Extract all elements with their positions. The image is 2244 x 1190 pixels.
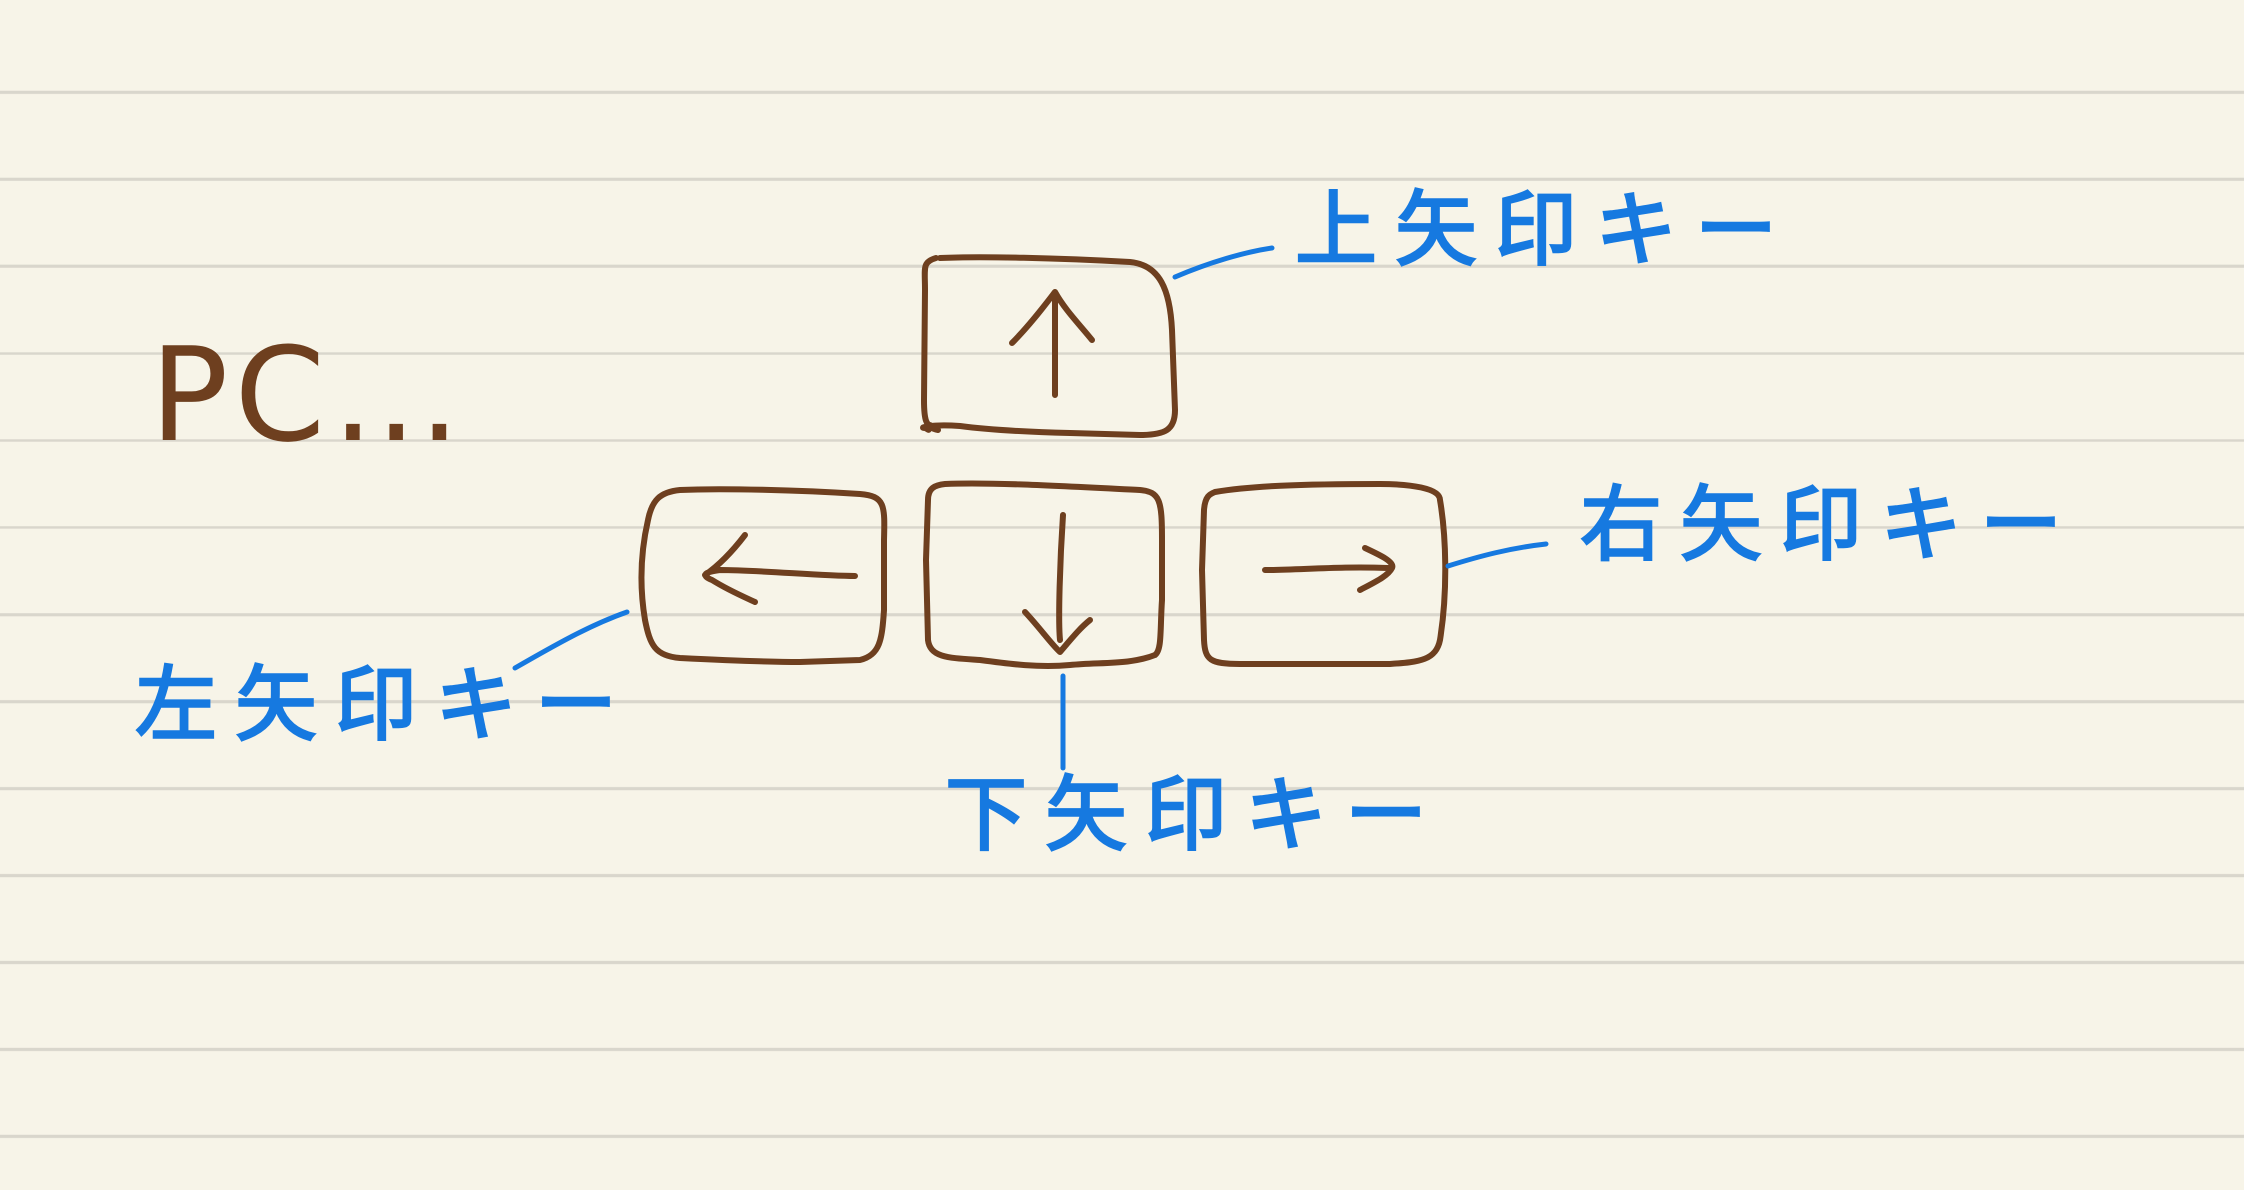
key-down-outline: [923, 480, 1165, 670]
key-right-outline: [1199, 481, 1449, 668]
heading-pc: PC…: [150, 319, 468, 471]
label-right-arrow-key: 右矢印キー: [1580, 478, 2081, 573]
connector-right: [1445, 541, 1549, 569]
arrow-down: [1022, 512, 1093, 655]
label-down-arrow-key: 下矢印キー: [945, 768, 1446, 863]
arrow-right: [1262, 545, 1396, 593]
label-up-arrow-key: 上矢印キー: [1295, 183, 1796, 278]
connector-up: [1172, 245, 1275, 280]
key-left-outline: [638, 486, 888, 665]
arrow-up: [1009, 289, 1095, 398]
key-up-outline: [920, 254, 1178, 438]
arrow-left: [702, 532, 858, 605]
connector-left: [512, 609, 630, 671]
label-left-arrow-key: 左矢印キー: [135, 658, 636, 753]
